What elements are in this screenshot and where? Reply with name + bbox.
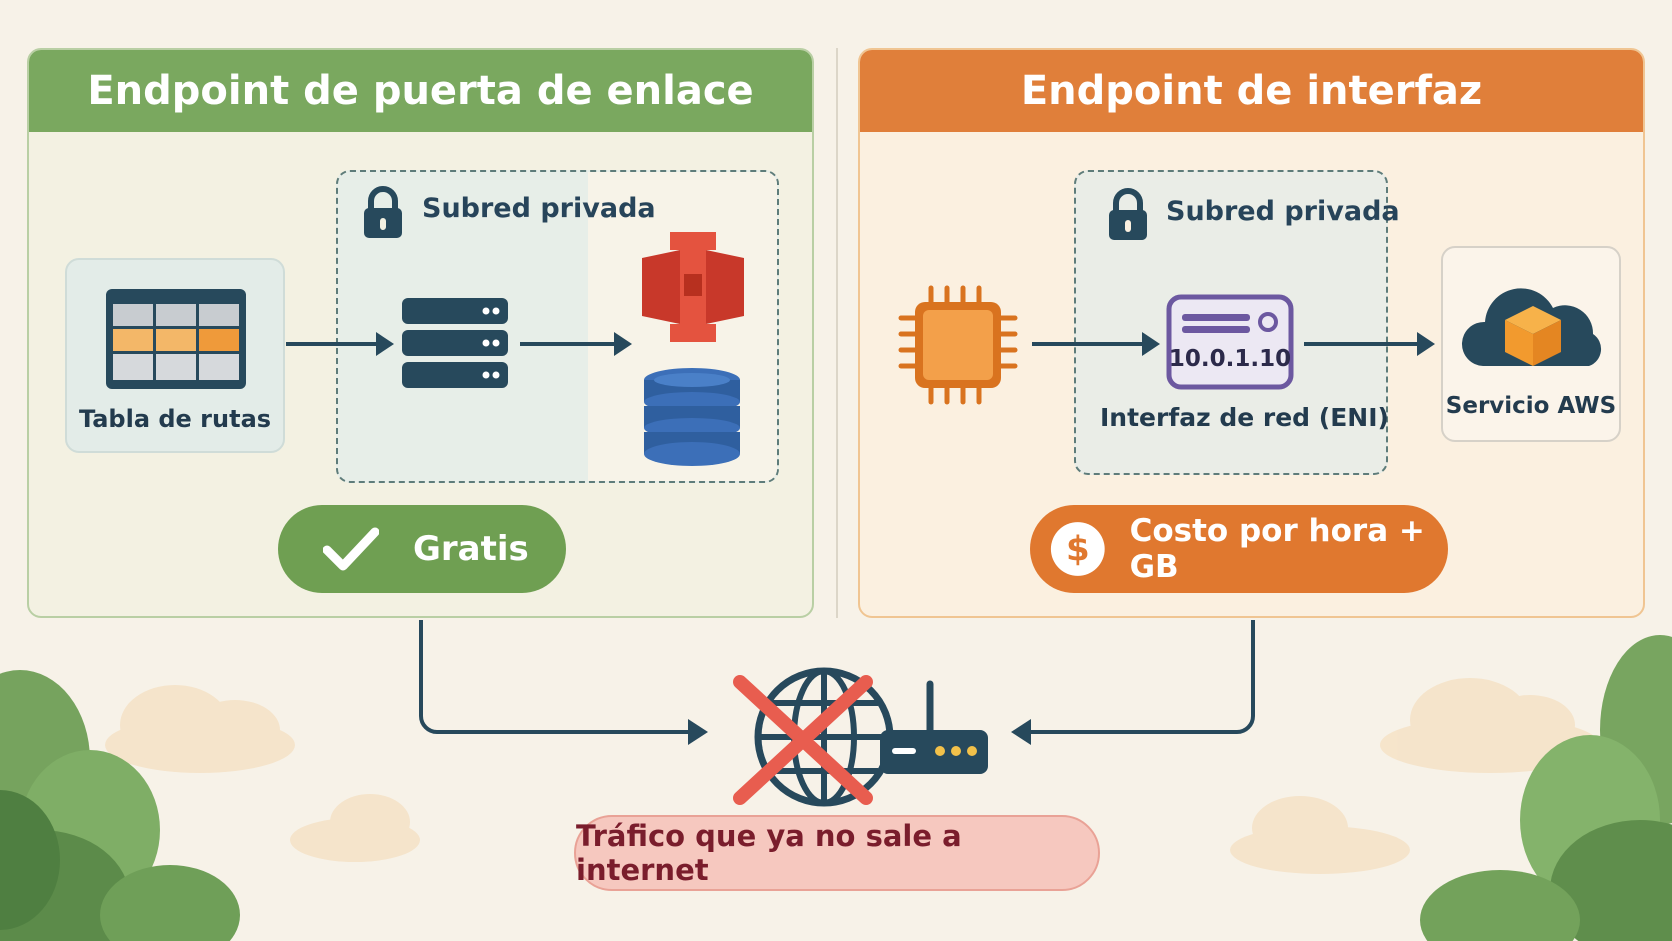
gateway-cost-badge: Gratis — [278, 505, 566, 593]
cross-icon — [733, 675, 873, 805]
interface-cost-badge: $ Costo por hora + GB — [1030, 505, 1448, 593]
interface-cost-label: Costo por hora + GB — [1129, 513, 1425, 585]
router-icon — [880, 680, 988, 774]
aws-service-card: Servicio AWS — [1441, 246, 1621, 442]
eni-label: Interfaz de red (ENI) — [1100, 403, 1389, 432]
arrow-head — [1417, 332, 1435, 356]
svg-text:$: $ — [1066, 530, 1090, 570]
arrow-head — [688, 719, 708, 745]
interface-endpoint-title: Endpoint de interfaz — [860, 50, 1643, 132]
internet-traffic-alert: Tráfico que ya no sale a internet — [574, 815, 1100, 891]
route-table-icon — [106, 289, 246, 389]
bottom-connectors — [419, 620, 1255, 745]
s3-bucket-icon — [642, 232, 744, 342]
compute-chip-icon — [898, 285, 1018, 405]
left-subnet-label: Subred privada — [422, 193, 656, 224]
panel-divider — [836, 48, 838, 618]
right-subnet-label: Subred privada — [1166, 196, 1400, 227]
arrow-head — [376, 332, 394, 356]
lock-icon — [364, 186, 402, 238]
gateway-cost-label: Gratis — [413, 529, 529, 569]
dollar-icon: $ — [1050, 522, 1105, 576]
aws-service-label: Servicio AWS — [1445, 393, 1617, 419]
eni-ip-label: 10.0.1.10 — [1168, 346, 1292, 372]
arrow-head — [614, 332, 632, 356]
right-arrows — [1032, 332, 1435, 356]
checkmark-icon — [323, 527, 379, 571]
route-table-card: Tabla de rutas — [65, 258, 285, 453]
gateway-endpoint-title: Endpoint de puerta de enlace — [29, 50, 812, 132]
network-interface-icon — [1166, 294, 1294, 390]
arrow-head — [1011, 719, 1031, 745]
lock-icon — [1109, 188, 1147, 240]
route-table-label: Tabla de rutas — [78, 405, 272, 433]
endpoint-server-icon — [402, 298, 508, 388]
left-arrows — [286, 332, 632, 356]
dynamodb-icon — [644, 368, 740, 466]
arrow-head — [1142, 332, 1160, 356]
cloud-service-icon — [1461, 288, 1602, 366]
